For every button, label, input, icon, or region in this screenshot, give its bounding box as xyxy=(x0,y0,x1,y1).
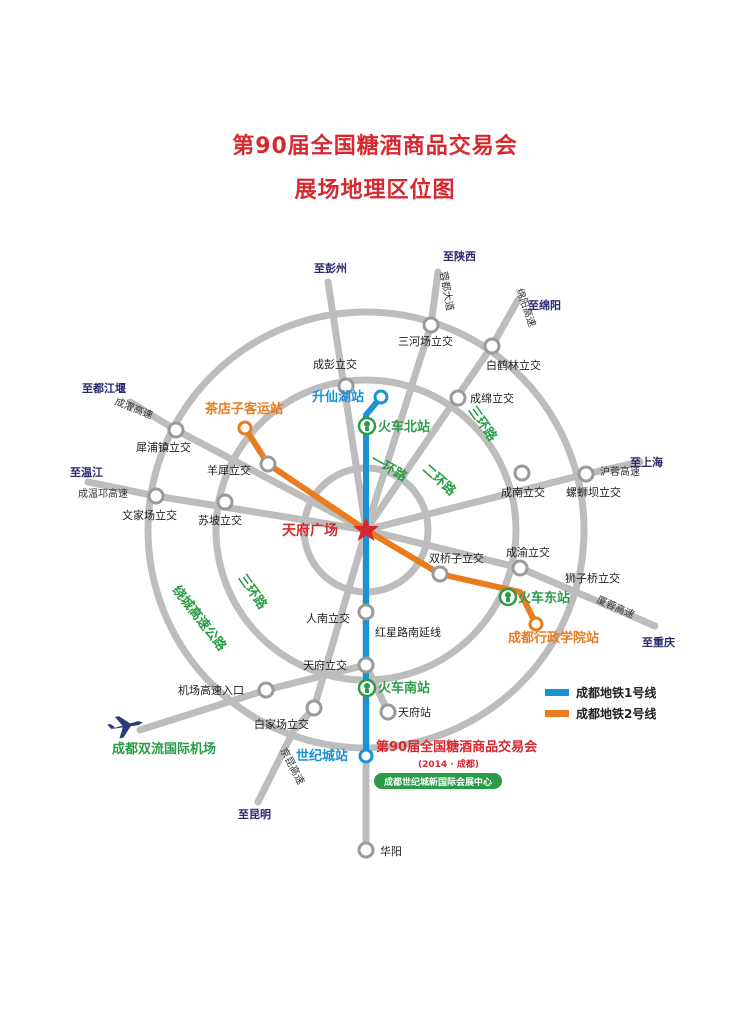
station-label-south-rail: 火车南站 xyxy=(378,680,430,696)
node-chengnan xyxy=(513,464,531,482)
station-label-shiji: 世纪城站 xyxy=(296,748,348,764)
label-sanhechang: 三河场立交 xyxy=(398,334,453,348)
star-icon xyxy=(353,517,379,541)
label-huayang: 华阳 xyxy=(380,844,402,858)
highway-rongdu: 蓉都大道 xyxy=(437,270,457,312)
label-wenjiachang: 文家场立交 xyxy=(122,508,177,522)
direction-shanghai: 至上海 xyxy=(630,455,663,469)
direction-shaanxi: 至陕西 xyxy=(443,249,476,263)
direction-wenjiang: 至温江 xyxy=(70,465,103,479)
venue-badge-bg xyxy=(374,773,502,789)
node-rennan xyxy=(357,603,375,621)
node-luosiba xyxy=(577,465,595,483)
highway-chengwen: 成温邛高速 xyxy=(78,487,128,500)
node-huayang xyxy=(357,841,375,859)
airport-label: 成都双流国际机场 xyxy=(112,741,216,757)
label-chengyu: 成渝立交 xyxy=(506,545,550,559)
ring-label-2: 二环路 xyxy=(419,461,459,500)
label-rennan: 人南立交 xyxy=(306,611,350,625)
node-chengpeng xyxy=(337,377,355,395)
node-shuangqiaozi xyxy=(431,565,449,583)
label-tianfu-lijiao: 天府立交 xyxy=(303,658,347,672)
metro-line-1 xyxy=(363,394,384,759)
label-supo: 苏坡立交 xyxy=(198,513,242,527)
node-baihelin xyxy=(483,337,501,355)
label-shiziqiao: 狮子桥立交 xyxy=(565,571,620,585)
label-tianfu-station: 天府站 xyxy=(398,705,431,719)
node-airport-entrance xyxy=(257,681,275,699)
highways xyxy=(84,268,659,854)
label-chengmian: 成绵立交 xyxy=(470,391,514,405)
station-node-chadianzi xyxy=(237,420,253,436)
station-label-tianfu-square: 天府广场 xyxy=(282,522,338,539)
node-sanhechang xyxy=(422,316,440,334)
station-node-xingzheng xyxy=(528,616,544,632)
highway-chengguan: 成灌高速 xyxy=(113,395,155,422)
node-chengmian xyxy=(449,389,467,407)
legend-label-line2: 成都地铁2号线 xyxy=(576,706,656,721)
station-label-chadianzi: 茶店子客运站 xyxy=(205,401,283,417)
label-baijiachang: 白家场立交 xyxy=(254,717,309,731)
rail-station-icon-south xyxy=(357,678,377,698)
legend-swatch-line2 xyxy=(545,710,569,717)
node-supo xyxy=(216,493,234,511)
label-xipuzhen: 犀浦镇立交 xyxy=(136,440,191,454)
station-node-shengxianhu xyxy=(373,389,389,405)
node-xipuzhen xyxy=(167,421,185,439)
node-tianfu-lijiao xyxy=(357,656,375,674)
expo-name: 第90届全国糖酒商品交易会 xyxy=(376,739,538,755)
node-chengyu xyxy=(511,559,529,577)
legend-swatch-line1 xyxy=(545,689,569,696)
road-tianfu-station xyxy=(362,661,392,716)
station-node-shiji xyxy=(358,748,374,764)
map-title: 第90届全国糖酒商品交易会 xyxy=(232,134,518,159)
road-pengzhou xyxy=(324,278,370,534)
direction-dujiangyan: 至都江堰 xyxy=(82,381,126,395)
highway-hurong: 沪蓉高速 xyxy=(600,465,640,478)
legend-label-line1: 成都地铁1号线 xyxy=(576,685,656,700)
node-yangxi xyxy=(259,455,277,473)
label-hongxing: 红星路南延线 xyxy=(375,625,441,639)
interchange-nodes xyxy=(147,316,595,859)
expo-sub: (2014 · 成都) xyxy=(418,758,479,770)
label-chengnan: 成南立交 xyxy=(501,485,545,499)
rail-station-icon-north xyxy=(357,416,377,436)
label-shuangqiaozi: 双桥子立交 xyxy=(429,551,484,565)
road-jingkun xyxy=(254,526,370,806)
label-luosiba: 螺蛳坝立交 xyxy=(566,485,621,499)
node-wenjiachang xyxy=(147,487,165,505)
direction-kunming: 至昆明 xyxy=(238,808,271,821)
label-yangxi: 羊犀立交 xyxy=(207,463,251,477)
rail-station-icon-east xyxy=(498,587,518,607)
expo-venue: 成都世纪城新国际会展中心 xyxy=(384,776,492,788)
label-chengpeng: 成彭立交 xyxy=(313,357,357,371)
airplane-icon xyxy=(107,716,143,739)
station-label-north-rail: 火车北站 xyxy=(378,419,430,435)
highway-xiarong: 厦蓉高速 xyxy=(595,593,637,621)
map-subtitle: 展场地理区位图 xyxy=(294,178,456,203)
station-label-east-rail: 火车东站 xyxy=(518,590,570,606)
node-baijiachang xyxy=(305,699,323,717)
direction-mianyang: 至绵阳 xyxy=(528,298,561,312)
label-airport-entrance: 机场高速入口 xyxy=(178,683,244,697)
direction-chongqing: 至重庆 xyxy=(642,635,675,649)
direction-pengzhou: 至彭州 xyxy=(314,261,347,275)
node-tianfu-station xyxy=(379,703,397,721)
station-label-shengxianhu: 升仙湖站 xyxy=(312,389,364,405)
station-label-xingzheng: 成都行政学院站 xyxy=(508,630,599,646)
label-baihelin: 白鹤林立交 xyxy=(486,358,541,372)
